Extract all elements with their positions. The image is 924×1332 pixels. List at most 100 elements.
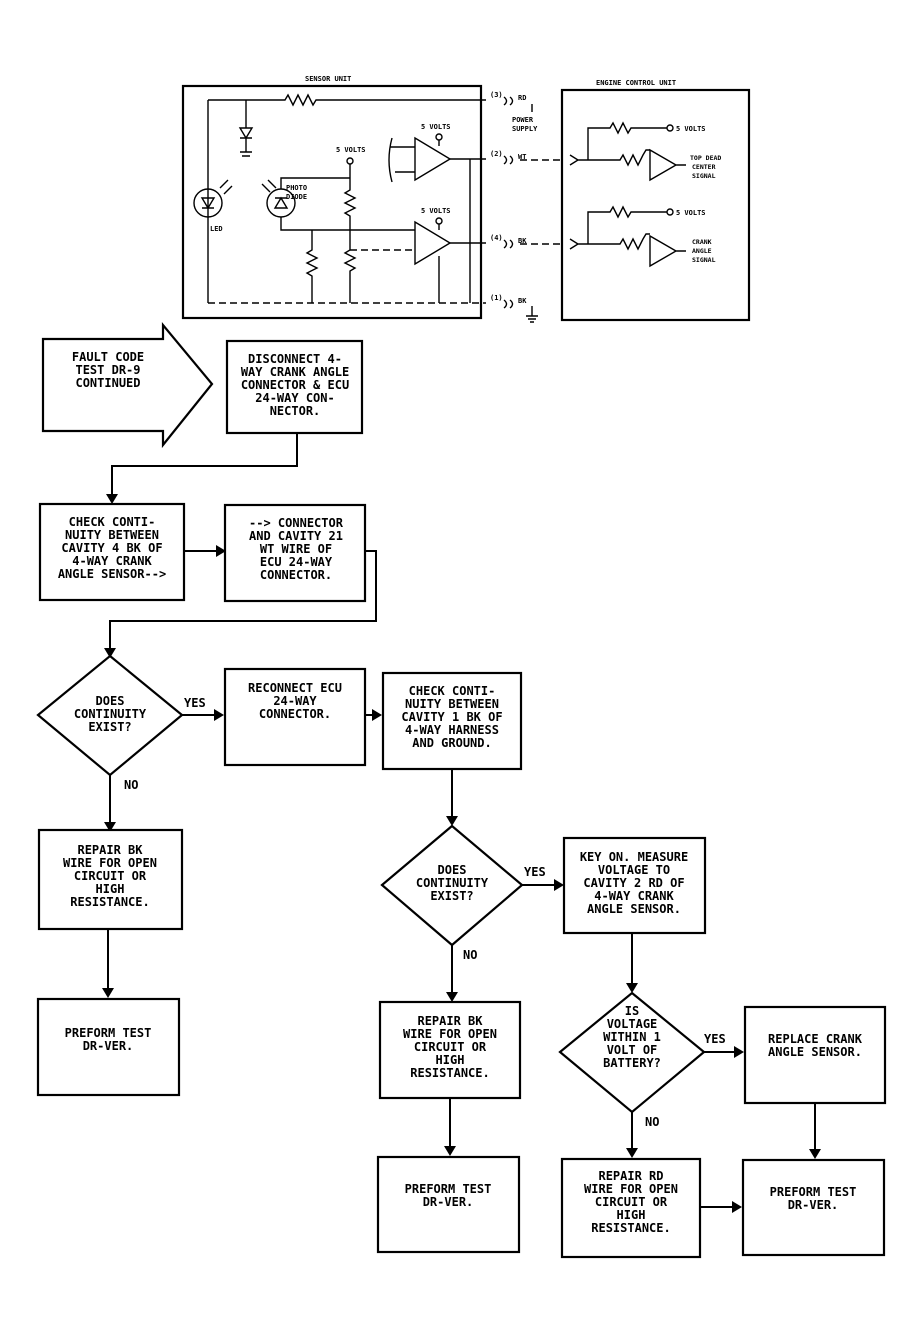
troubleshooting-flowchart: FAULT CODE TEST DR-9 CONTINUED DISCONNEC…	[36, 321, 887, 1259]
crank-label-1: CRANK	[692, 238, 712, 246]
decision2-text-3: EXIST?	[430, 889, 473, 903]
tdc-label-2: CENTER	[692, 163, 716, 171]
decision3-text-1: IS	[625, 1004, 639, 1018]
power-label: POWER	[512, 116, 534, 124]
perform-test-box-1	[36, 997, 181, 1097]
repair-bk1-text-4: HIGH	[96, 882, 125, 896]
disconnect-box	[225, 339, 364, 435]
engine-control-unit-schematic: ENGINE CONTROL UNIT 5 VOLTS TOP DEAD CEN…	[560, 79, 751, 322]
perform2-text-2: DR-VER.	[423, 1195, 474, 1209]
op-amp-2	[414, 220, 452, 266]
ecu-five-volts-1: 5 VOLTS	[676, 125, 706, 133]
decision3-text-3: WITHIN 1	[603, 1030, 661, 1044]
perform1-text-2: DR-VER.	[83, 1039, 134, 1053]
perform-test-box-2	[376, 1155, 521, 1254]
ecu-five-volts-2: 5 VOLTS	[676, 209, 706, 217]
key-on-measure-box	[562, 836, 707, 935]
repair-bk1-text-2: WIRE FOR OPEN	[63, 856, 157, 870]
check1b-text-5: CONNECTOR.	[260, 568, 332, 582]
check2-text-4: 4-WAY HARNESS	[405, 723, 499, 737]
disconnect-text-5: NECTOR.	[270, 404, 321, 418]
terminal-1: (1)	[490, 294, 503, 302]
supply-label: SUPPLY	[512, 125, 538, 133]
decision1-yes-label: YES	[184, 696, 206, 710]
start-arrow	[41, 321, 214, 449]
wire-rd-label: RD	[518, 94, 526, 102]
five-volts-label-1: 5 VOLTS	[336, 146, 366, 154]
key-on-text-3: CAVITY 2 RD OF	[583, 876, 684, 890]
wire-bk-label: BK	[518, 237, 527, 245]
perform-test-box-3	[741, 1158, 886, 1257]
check1b-text-4: ECU 24-WAY	[260, 555, 333, 569]
check1b-text-3: WT WIRE OF	[260, 542, 332, 556]
reconnect-text-1: RECONNECT ECU	[248, 681, 342, 695]
led-label: LED	[210, 225, 223, 233]
ecu-title: ENGINE CONTROL UNIT	[596, 79, 676, 87]
repair-bk1-text-1: REPAIR BK	[77, 843, 143, 857]
decision3-text-5: BATTERY?	[603, 1056, 661, 1070]
decision1-text-3: EXIST?	[88, 720, 131, 734]
start-text-2: TEST DR-9	[75, 363, 140, 377]
repair-bk2-text-1: REPAIR BK	[417, 1014, 483, 1028]
replace-text-1: REPLACE CRANK	[768, 1032, 863, 1046]
disconnect-text-4: 24-WAY CON-	[255, 391, 334, 405]
decision2-no-label: NO	[463, 948, 477, 962]
decision3-text-4: VOLT OF	[607, 1043, 658, 1057]
terminal-3-top: (3)	[490, 91, 503, 99]
repair-rd-text-1: REPAIR RD	[598, 1169, 663, 1183]
key-on-text-2: VOLTAGE TO	[598, 863, 670, 877]
repair-bk2-text-2: WIRE FOR OPEN	[403, 1027, 497, 1041]
tdc-label-3: SIGNAL	[692, 172, 716, 180]
disconnect-text-1: DISCONNECT 4-	[248, 352, 342, 366]
sensor-unit-title: SENSOR UNIT	[305, 75, 351, 83]
five-volts-label-3: 5 VOLTS	[421, 207, 451, 215]
reconnect-text-3: CONNECTOR.	[259, 707, 331, 721]
repair-rd-text-5: RESISTANCE.	[591, 1221, 670, 1235]
reconnect-text-2: 24-WAY	[273, 694, 317, 708]
decision1-text-1: DOES	[96, 694, 125, 708]
tdc-label-1: TOP DEAD	[690, 154, 721, 162]
check2-text-5: AND GROUND.	[412, 736, 491, 750]
photo-label-2: DIODE	[286, 193, 307, 201]
decision1-text-2: CONTINUITY	[74, 707, 147, 721]
led-icon	[193, 188, 223, 218]
check1-text-1: CHECK CONTI-	[69, 515, 156, 529]
check1-text-4: 4-WAY CRANK	[72, 554, 152, 568]
key-on-text-1: KEY ON. MEASURE	[580, 850, 688, 864]
decision1-no-label: NO	[124, 778, 138, 792]
reconnect-box	[223, 667, 367, 767]
repair-bk1-text-5: RESISTANCE.	[70, 895, 149, 909]
check1b-text-1: --> CONNECTOR	[249, 516, 344, 530]
check2-text-2: NUITY BETWEEN	[405, 697, 499, 711]
five-volts-label-2: 5 VOLTS	[421, 123, 451, 131]
check-continuity-box-2	[381, 671, 523, 771]
wire-wt-label: WT	[518, 153, 526, 161]
repair-bk-box-1	[37, 828, 184, 931]
ecu-box	[560, 88, 751, 322]
check-continuity-box-1	[38, 502, 186, 602]
repair-bk2-text-3: CIRCUIT OR	[414, 1040, 487, 1054]
decision2-yes-label: YES	[524, 865, 546, 879]
repair-rd-text-2: WIRE FOR OPEN	[584, 1182, 678, 1196]
check2-text-1: CHECK CONTI-	[409, 684, 496, 698]
decision2-text-1: DOES	[438, 863, 467, 877]
check1-text-5: ANGLE SENSOR-->	[58, 567, 166, 581]
perform1-text-1: PREFORM TEST	[65, 1026, 152, 1040]
wire-bk2-label: BK	[518, 297, 527, 305]
check-continuity-box-1b	[223, 503, 367, 603]
repair-bk2-text-4: HIGH	[436, 1053, 465, 1067]
decision3-no-label: NO	[645, 1115, 659, 1129]
decision3-text-2: VOLTAGE	[607, 1017, 658, 1031]
sensor-unit-schematic: SENSOR UNIT LED PHOTO DIODE 5 VOLTS 5 VO…	[181, 75, 566, 323]
disconnect-text-3: CONNECTOR & ECU	[241, 378, 349, 392]
start-text-1: FAULT CODE	[72, 350, 144, 364]
check1b-text-2: AND CAVITY 21	[249, 529, 343, 543]
perform3-text-2: DR-VER.	[788, 1198, 839, 1212]
decision3-yes-label: YES	[704, 1032, 726, 1046]
crank-label-3: SIGNAL	[692, 256, 716, 264]
replace-text-2: ANGLE SENSOR.	[768, 1045, 862, 1059]
perform3-text-1: PREFORM TEST	[770, 1185, 857, 1199]
check1-text-2: NUITY BETWEEN	[65, 528, 159, 542]
start-text-3: CONTINUED	[75, 376, 140, 390]
